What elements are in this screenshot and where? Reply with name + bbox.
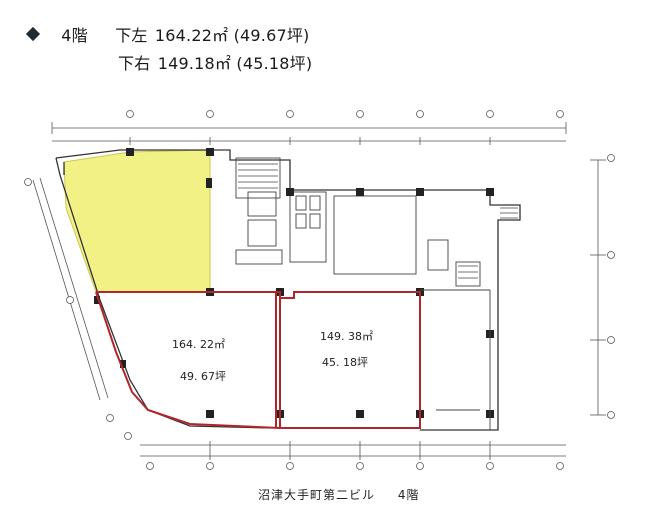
unit-outlines: [95, 291, 421, 429]
header-lower-left-label: 下左: [115, 26, 148, 45]
highlighted-area: [63, 149, 211, 293]
dimension-lines-right: [590, 159, 606, 416]
header-floor: 4階: [61, 26, 88, 45]
building-outline: [55, 149, 521, 431]
dimension-lines-bottom: [140, 441, 566, 460]
header-lower-left-area: 164.22㎡: [154, 26, 229, 45]
room-left-area: 164. 22㎡: [172, 338, 225, 351]
header-line-left: 4階 下左 164.22㎡ (49.67坪): [22, 22, 309, 46]
grid-markers-right: [607, 154, 615, 419]
stair-treads: [238, 163, 518, 279]
building-core: [235, 157, 481, 287]
dimension-lines-top: [51, 122, 567, 145]
caption-building: 沼津大手町第二ビル: [258, 488, 376, 502]
header-lower-right-area: 149.18㎡: [157, 54, 232, 73]
dimension-lines-left: [32, 177, 109, 401]
right-bay: [420, 289, 491, 430]
header-lower-right-tsubo: (45.18坪): [236, 54, 313, 73]
room-left-tsubo: 49. 67坪: [180, 370, 226, 383]
header-line-right: 下右 149.18㎡ (45.18坪): [118, 50, 312, 74]
grid-markers-top: [126, 110, 564, 118]
header-lower-right-label: 下右: [118, 54, 151, 73]
caption-floor: 4階: [397, 488, 420, 502]
plan-caption: 沼津大手町第二ビル 4階: [258, 486, 419, 503]
grid-markers-left: [24, 178, 132, 440]
header-lower-left-tsubo: (49.67坪): [233, 26, 310, 45]
grid-markers-bottom: [146, 462, 564, 470]
room-right-tsubo: 45. 18坪: [322, 356, 368, 369]
room-right-area: 149. 38㎡: [320, 330, 373, 343]
